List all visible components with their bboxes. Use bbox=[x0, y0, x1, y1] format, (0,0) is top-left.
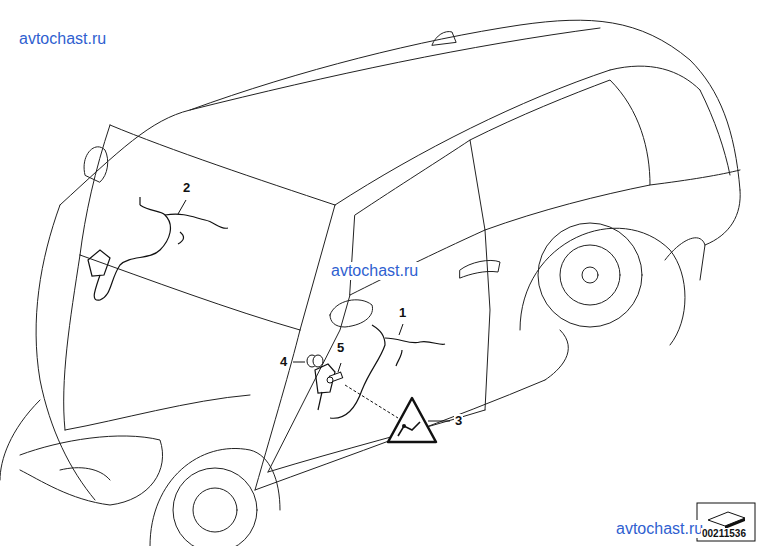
wiring-harness bbox=[88, 197, 228, 300]
callout-number: 5 bbox=[336, 341, 345, 355]
watermark: avtochast.ru bbox=[18, 30, 107, 48]
small-parts bbox=[307, 355, 343, 383]
leader-line bbox=[178, 200, 450, 421]
wiring-harness bbox=[315, 325, 445, 418]
car-body bbox=[0, 20, 740, 546]
callout-number: 2 bbox=[182, 181, 191, 195]
callout-number: 3 bbox=[454, 414, 463, 428]
watermark: avtochast.ru bbox=[615, 520, 704, 538]
warning-label bbox=[388, 398, 436, 442]
callout-number: 4 bbox=[279, 355, 288, 369]
diagram-id-box bbox=[697, 503, 755, 541]
diagram-code: 00211536 bbox=[701, 528, 747, 539]
watermark: avtochast.ru bbox=[330, 262, 419, 280]
callout-number: 1 bbox=[398, 306, 407, 320]
